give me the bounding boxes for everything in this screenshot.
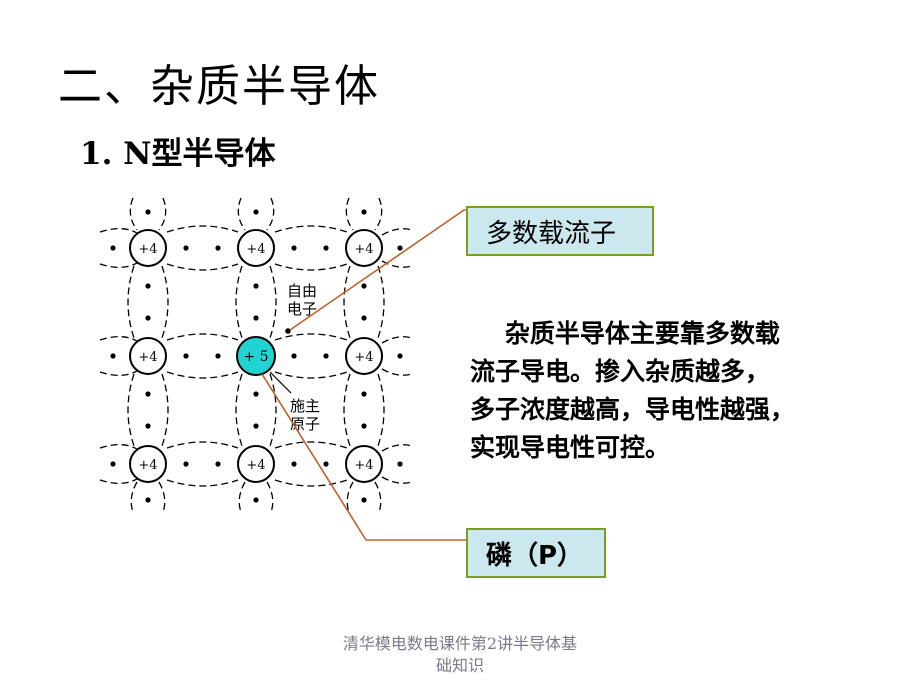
free-electron-label: 电子: [287, 300, 317, 318]
footer-line: 础知识: [435, 656, 484, 675]
atom-label: +4: [246, 242, 265, 257]
explanation-paragraph: 杂质半导体主要靠多数载 流子导电。掺入杂质越多， 多子浓度越高，导电性越强， 实…: [470, 319, 796, 462]
footer: 清华模电数电课件第2讲半导体基 础知识: [320, 633, 600, 677]
atom-label: +4: [138, 242, 157, 257]
atoms: [129, 229, 383, 483]
slide-title: 二、杂质半导体: [58, 61, 380, 112]
donor-atom-annotation: 施主: [290, 397, 320, 415]
vertical-bonds: [127, 197, 385, 513]
atom-label: +4: [246, 458, 265, 473]
majority-carrier-callout: 多数载流子: [466, 206, 654, 256]
atom-label: +4: [138, 350, 157, 365]
phosphorus-callout: 磷（P）: [466, 528, 606, 578]
section-heading: 1. N型半导体: [80, 136, 276, 172]
callout-connectors: [261, 209, 466, 541]
free-electron-label: 自由: [287, 282, 317, 300]
horizontal-bonds: [99, 225, 413, 487]
donor-atom-label: + 5: [243, 349, 268, 365]
free-electron: [285, 328, 291, 334]
donor-atom-annotation: 原子: [290, 415, 320, 433]
atom-label: +4: [354, 458, 373, 473]
donor-leader-line: [269, 371, 292, 394]
footer-line: 清华模电数电课件第2讲半导体基: [342, 634, 578, 653]
donor-atom: [236, 336, 276, 376]
valence-electrons: [110, 209, 403, 503]
atom-label: +4: [138, 458, 157, 473]
atom-label: +4: [354, 350, 373, 365]
atom-label: +4: [354, 242, 373, 257]
